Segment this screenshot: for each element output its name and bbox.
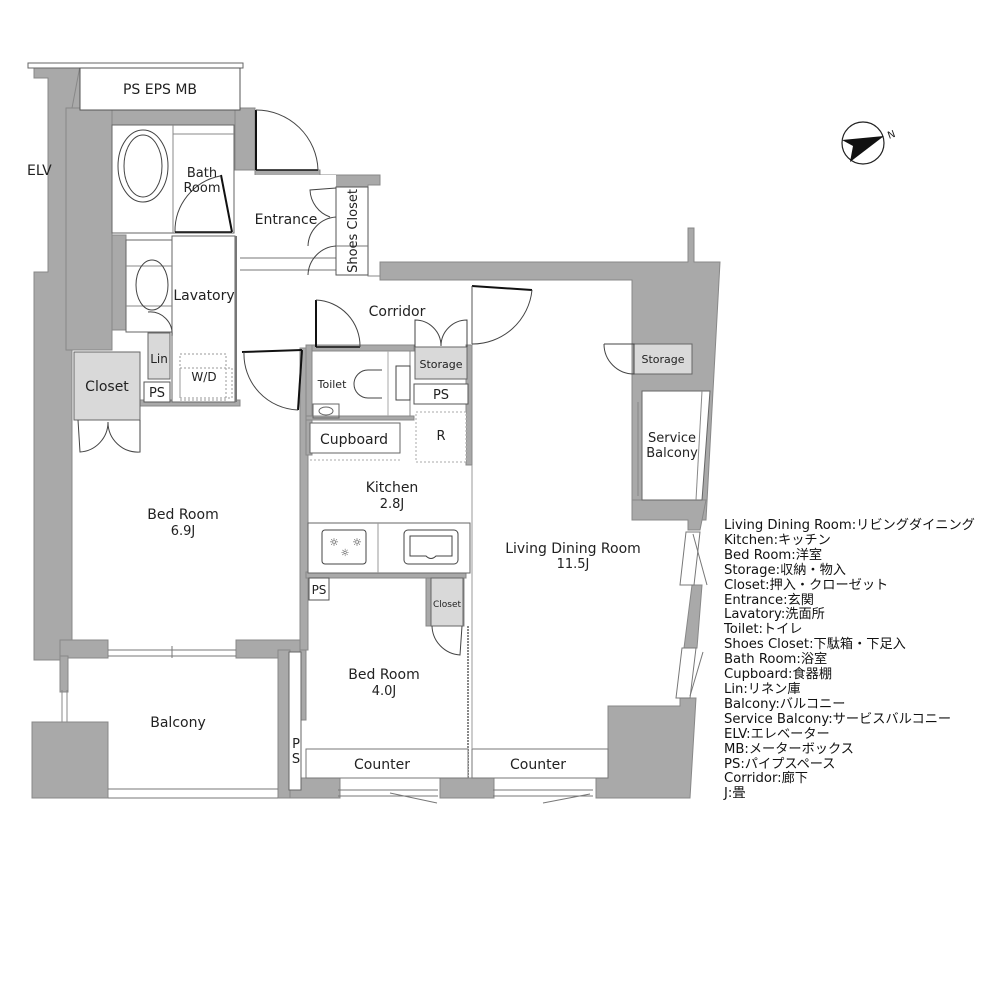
- corridor-label: Corridor: [369, 304, 426, 320]
- legend-item: Bath Room:浴室: [724, 652, 828, 668]
- legend-item: Closet:押入・クローゼット: [724, 577, 889, 593]
- kitchen-sink-icon: [403, 529, 459, 565]
- kitchen: Kitchen 2.8J ☼ ☼ ☼: [307, 480, 471, 574]
- bathtub-icon: [117, 129, 169, 203]
- walls: [31, 65, 721, 799]
- legend-item: Kitchen:キッチン: [724, 532, 831, 548]
- cupboard-label: Cupboard: [320, 432, 388, 448]
- bed-room-2-label: Bed Room: [348, 667, 419, 683]
- balcony: Balcony: [61, 690, 278, 799]
- counter-label-1: Counter: [354, 757, 410, 773]
- burner-icon: ☼: [352, 536, 362, 549]
- ps-box-2: PS: [413, 383, 469, 405]
- toilet-label: Toilet: [317, 378, 347, 391]
- lavatory-door: [241, 349, 303, 411]
- legend-item: MB:メーターボックス: [724, 741, 854, 757]
- storage-corridor: Storage: [414, 319, 468, 380]
- balcony-label: Balcony: [150, 715, 206, 731]
- legend-item: PS:パイプスペース: [724, 756, 836, 772]
- bath-room-label-1: Bath: [187, 166, 217, 181]
- kitchen-area: 2.8J: [380, 497, 405, 512]
- refrigerator: R: [415, 411, 467, 463]
- bath-door-swing: [174, 175, 221, 233]
- storage-ldr: Storage: [603, 343, 693, 375]
- ps-eps-mb-label: PS EPS MB: [123, 82, 197, 98]
- compass: N: [841, 121, 897, 165]
- legend-item: ELV:エレベーター: [724, 726, 830, 742]
- legend-item: Living Dining Room:リビングダイニング: [724, 518, 975, 533]
- lavatory-label: Lavatory: [173, 288, 234, 304]
- shoes-closet-label: Shoes Closet: [346, 189, 361, 273]
- ps-vertical-s: S: [292, 752, 300, 767]
- bed-room-1: Bed Room 6.9J: [108, 507, 236, 658]
- legend-item: Bed Room:洋室: [724, 547, 823, 563]
- sink-icon: [135, 259, 169, 311]
- legend-item: Cupboard:食器棚: [724, 667, 833, 683]
- bed-room-1-label: Bed Room: [147, 507, 218, 523]
- counter-label-2: Counter: [510, 757, 566, 773]
- service-balcony-label-1: Service: [648, 431, 696, 446]
- ldr-label: Living Dining Room: [505, 541, 641, 557]
- bath-room-label-2: Room: [183, 181, 220, 196]
- north-label: N: [886, 129, 897, 142]
- closet-bedroom2: Closet: [430, 577, 464, 656]
- legend: Living Dining Room:リビングダイニング Kitchen:キッチ…: [724, 518, 975, 802]
- ps-label-1: PS: [149, 386, 165, 401]
- burner-icon: ☼: [329, 536, 339, 549]
- storage-label-2: Storage: [641, 353, 684, 366]
- kitchen-label: Kitchen: [366, 480, 419, 496]
- compass-circle-icon: [841, 121, 885, 165]
- living-dining-room: Living Dining Room 11.5J: [471, 465, 708, 749]
- bath-room: Bath Room: [111, 124, 235, 234]
- legend-item: Service Balcony:サービスバルコニー: [724, 711, 952, 727]
- ps-vertical: P S: [288, 651, 302, 791]
- fridge-label: R: [436, 429, 445, 444]
- lin-label: Lin: [150, 352, 168, 366]
- bed-room-2-area: 4.0J: [372, 684, 397, 699]
- entrance-label: Entrance: [255, 212, 318, 228]
- ps-label-3: PS: [312, 583, 327, 597]
- legend-item: J:畳: [724, 786, 746, 802]
- service-balcony: Service Balcony: [631, 390, 711, 501]
- ps-box-3: PS: [308, 577, 330, 601]
- ldr-area: 11.5J: [557, 557, 590, 572]
- counters: Counter Counter: [305, 748, 609, 804]
- legend-item: Lin:リネン庫: [724, 681, 801, 697]
- legend-item: Entrance:玄関: [724, 592, 814, 608]
- north-arrow-icon: [842, 136, 884, 162]
- wd-label: W/D: [191, 370, 216, 384]
- ps-eps-mb-box: PS EPS MB: [27, 62, 244, 111]
- closet-label: Closet: [85, 379, 129, 395]
- storage-label-1: Storage: [419, 358, 462, 371]
- legend-item: Lavatory:洗面所: [724, 607, 825, 623]
- closet-bedroom1: Closet: [73, 351, 141, 453]
- elv-label: ELV: [27, 163, 52, 179]
- washer-dryer: W/D: [179, 353, 233, 401]
- ps-label-2: PS: [433, 388, 449, 403]
- legend-item: Storage:収納・物入: [724, 562, 846, 578]
- burner-icon: ☼: [341, 548, 350, 559]
- legend-item: Shoes Closet:下駄箱・下足入: [724, 637, 906, 653]
- linen-closet: Lin: [147, 332, 171, 380]
- legend-item: Toilet:トイレ: [724, 622, 803, 638]
- toilet: Toilet: [311, 350, 411, 419]
- stove-icon: [321, 529, 367, 565]
- ps-vertical-p: P: [292, 737, 300, 752]
- closet-small-label: Closet: [433, 600, 462, 610]
- service-balcony-label-2: Balcony: [646, 446, 698, 461]
- toilet-bowl-icon: [353, 369, 382, 399]
- cupboard: Cupboard: [309, 422, 401, 461]
- bed-room-1-area: 6.9J: [171, 524, 196, 539]
- legend-item: Corridor:廊下: [724, 771, 808, 787]
- kitchen-counter: [307, 522, 471, 574]
- ps-box-1: PS: [143, 381, 171, 403]
- corridor: Corridor: [315, 285, 533, 348]
- legend-item: Balcony:バルコニー: [724, 696, 846, 712]
- shoes-closet: Shoes Closet: [307, 186, 369, 276]
